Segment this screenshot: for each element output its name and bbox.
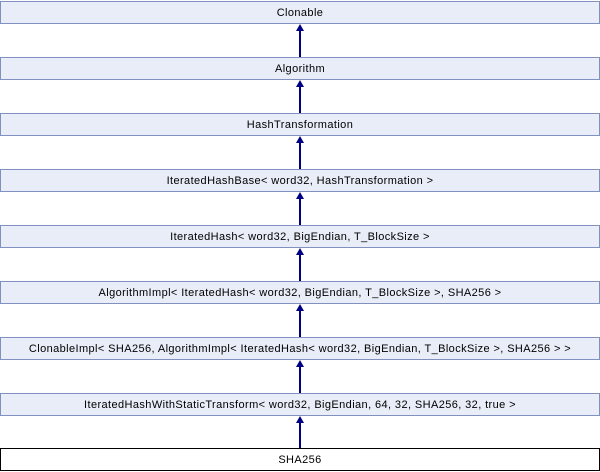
inheritance-arrow-up-icon	[296, 360, 305, 393]
node-iteratedhashbase[interactable]: IteratedHashBase< word32, HashTransforma…	[0, 169, 600, 192]
inheritance-arrow-up-icon	[296, 304, 305, 337]
node-algorithm[interactable]: Algorithm	[0, 57, 600, 80]
node-algorithmimpl[interactable]: AlgorithmImpl< IteratedHash< word32, Big…	[0, 281, 600, 304]
node-iteratedhashwithstatictransform[interactable]: IteratedHashWithStaticTransform< word32,…	[0, 393, 600, 416]
inheritance-arrow-up-icon	[296, 192, 305, 225]
node-iteratedhash[interactable]: IteratedHash< word32, BigEndian, T_Block…	[0, 225, 600, 248]
inheritance-arrow-up-icon	[296, 80, 305, 113]
inheritance-arrow-up-icon	[296, 248, 305, 281]
inheritance-arrow-up-icon	[296, 136, 305, 169]
node-sha256: SHA256	[0, 448, 600, 471]
inheritance-arrow-up-icon	[296, 416, 305, 448]
node-clonable[interactable]: Clonable	[0, 1, 600, 24]
node-hashtransformation[interactable]: HashTransformation	[0, 113, 600, 136]
node-clonableimpl[interactable]: ClonableImpl< SHA256, AlgorithmImpl< Ite…	[0, 337, 600, 360]
inheritance-arrow-up-icon	[296, 24, 305, 57]
